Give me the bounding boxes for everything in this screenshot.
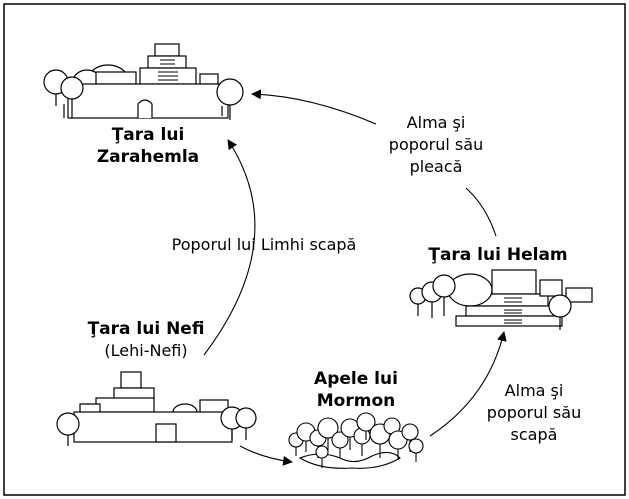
zarahemla-label: Ţara lui Zarahemla xyxy=(88,124,208,168)
nefi-label: Ţara lui Nefi (Lehi-Nefi) xyxy=(78,318,214,362)
nefi-label-alt: (Lehi-Nefi) xyxy=(104,341,188,360)
frame-border xyxy=(3,3,626,496)
journey-arrows xyxy=(203,89,507,466)
alma-leaves-line1: Alma şi xyxy=(406,113,466,132)
arrow-nefi-to-zarahemla xyxy=(203,139,256,356)
mormon-label: Apele lui Mormon xyxy=(296,368,416,412)
alma-leaves-line2: poporul său xyxy=(388,135,484,154)
arrow-helam-to-zarahemla-lower xyxy=(465,187,497,237)
zarahemla-city-icon xyxy=(43,43,244,120)
alma-escapes-line2: poporul său xyxy=(486,403,582,422)
arrow-helam-to-zarahemla-upper xyxy=(251,89,377,125)
zarahemla-label-line1: Ţara lui xyxy=(111,125,185,145)
helam-label: Ţara lui Helam xyxy=(428,245,568,265)
arrow-nefi-to-mormon xyxy=(239,445,293,466)
alma-escapes-line3: scapă xyxy=(510,425,558,444)
nefi-label-name: Ţara lui Nefi xyxy=(87,319,205,339)
alma-escapes-line1: Alma şi xyxy=(504,381,564,400)
alma-escapes-label: Alma şi poporul său scapă xyxy=(474,380,594,446)
limhi-escapes-label: Poporul lui Limhi scapă xyxy=(171,235,357,254)
alma-leaves-line3: pleacă xyxy=(409,157,463,176)
mormon-label-line1: Apele lui xyxy=(314,369,398,389)
arrow-mormon-to-helam xyxy=(429,331,507,437)
nefi-city-icon xyxy=(56,371,257,446)
mormon-grove-icon xyxy=(288,412,424,469)
alma-leaves-label: Alma şi poporul său pleacă xyxy=(376,112,496,178)
mormon-label-line2: Mormon xyxy=(316,391,396,411)
helam-city-icon xyxy=(409,269,593,330)
zarahemla-label-line2: Zarahemla xyxy=(96,147,200,167)
